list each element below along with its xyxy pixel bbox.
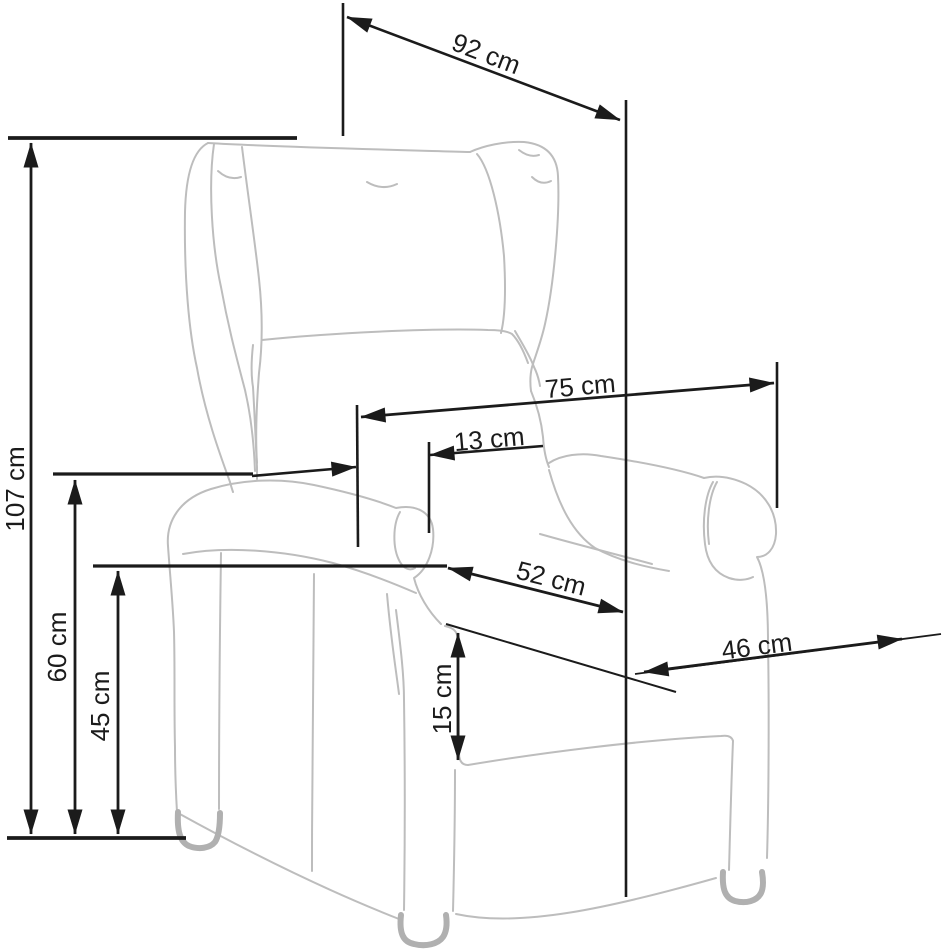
dimension-label-60cm: 60 cm	[42, 612, 72, 683]
chair-legrest-edge-b	[386, 593, 400, 695]
chair-feet	[174, 809, 766, 949]
dimension-arrow-52	[447, 566, 624, 614]
chair-right-leg-inner	[728, 740, 734, 871]
chair-seat-edge-right	[539, 533, 653, 565]
dimension-13cm	[251, 442, 544, 533]
chair-right-armrest-top	[548, 453, 705, 479]
chair-left-front-seam	[218, 552, 222, 810]
chair-seat-front-edge	[182, 548, 417, 594]
chair-left-side-edge	[167, 545, 178, 813]
chair-left-armrest-outer	[166, 479, 442, 625]
chair-base-upper-rail	[467, 734, 734, 766]
dimension-52cm	[447, 566, 624, 614]
chair-front-panel-seam	[311, 573, 315, 872]
chair-left-wing-outer	[183, 142, 234, 493]
dimension-arrow-75	[360, 377, 775, 423]
chair-foot-right	[719, 869, 766, 906]
dimension-label-92cm: 92 cm	[448, 27, 525, 80]
dimension-label-45cm: 45 cm	[85, 671, 115, 742]
chair-right-seat-seam	[548, 469, 670, 572]
chair-right-wing-pleat-b	[531, 176, 552, 184]
chair-headrest-pleat-center	[366, 181, 398, 188]
tick-75-left	[355, 404, 360, 548]
dimension-label-15cm: 15 cm	[427, 664, 457, 735]
chair-right-wing-pleat-a	[518, 149, 540, 157]
dimension-75cm	[355, 362, 779, 548]
chair-headrest-pleat-left	[217, 170, 242, 180]
chair-bottom-rail-front	[455, 877, 717, 920]
chair-legrest-edge-a	[395, 609, 406, 911]
dimension-107cm	[7, 136, 297, 840]
chair-back-top-edge	[207, 142, 471, 153]
chair-back-lower-left	[250, 344, 259, 480]
dimension-92cm	[341, 3, 628, 897]
leader-arrow-13-left	[251, 461, 357, 478]
dimension-arrow-46	[643, 634, 903, 677]
dimension-60cm	[53, 472, 253, 835]
chair-foot-front	[397, 912, 450, 949]
chair-bottom-rail-left	[177, 812, 400, 920]
chair-outline	[166, 140, 778, 920]
chair-right-wing-inner	[476, 153, 506, 334]
chair-foot-left	[174, 809, 223, 852]
chair-back-seam	[261, 328, 529, 364]
dimension-arrow-92	[346, 15, 621, 122]
chair-left-wing-inner	[241, 146, 263, 464]
chair-back-neck-seam	[514, 330, 541, 387]
chair-right-armrest-roll	[703, 475, 778, 859]
dimension-label-46cm: 46 cm	[720, 627, 794, 666]
chair-right-roll-seam-b	[706, 481, 718, 545]
chair-legrest-edge-right	[452, 769, 456, 912]
dimension-46cm	[445, 623, 942, 693]
chair-right-wing-outer	[469, 140, 560, 392]
chair-right-roll-seam-a	[702, 481, 754, 581]
dimension-label-107cm: 107 cm	[0, 446, 30, 531]
leader-arrow-13-right	[429, 444, 544, 461]
dimension-label-75cm: 75 cm	[544, 368, 617, 404]
chair-left-wing-mid	[210, 143, 256, 472]
dimension-45cm	[93, 564, 447, 835]
dimension-label-13cm: 13 cm	[453, 421, 526, 457]
chair-left-armrest-roll-seam	[393, 511, 416, 571]
reference-diagonal-footrest	[445, 623, 677, 693]
dimension-lines	[7, 3, 942, 897]
